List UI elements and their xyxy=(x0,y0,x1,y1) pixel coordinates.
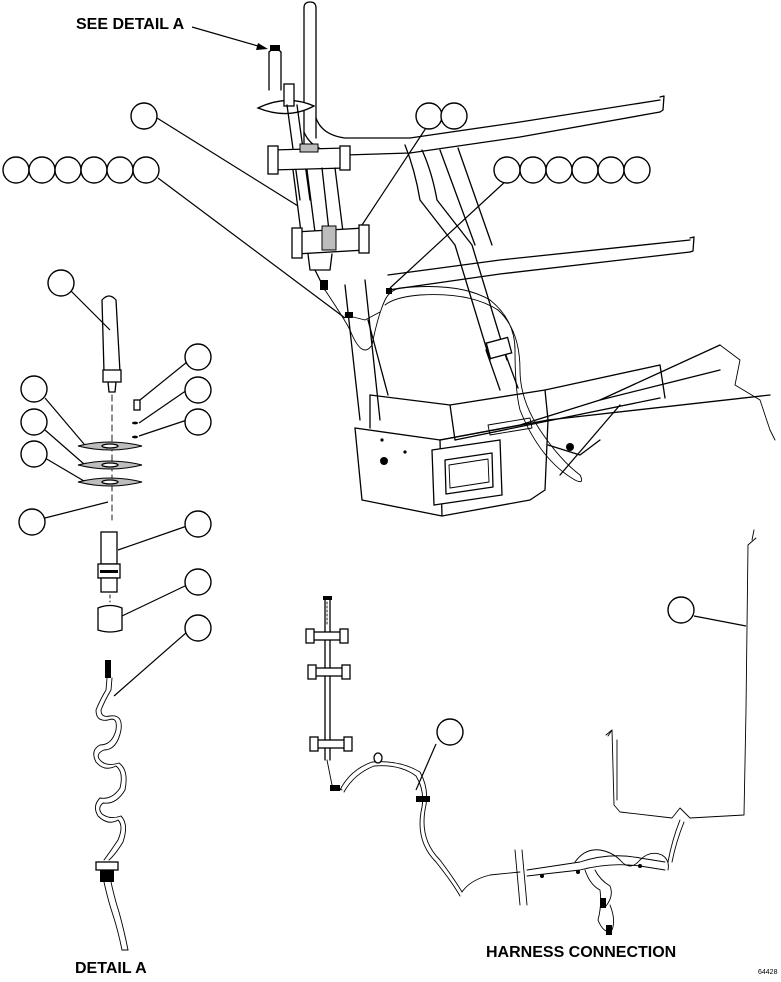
detail-a-callouts xyxy=(18,269,212,642)
see-detail-label: SEE DETAIL A xyxy=(76,16,185,33)
leader-main-1 xyxy=(156,117,299,207)
detail-a-label: DETAIL A xyxy=(75,960,147,977)
callout-bubble xyxy=(493,156,521,184)
callout-bubble xyxy=(20,408,48,436)
callout-bubble xyxy=(54,156,82,184)
callout-bubble xyxy=(184,408,212,436)
harness-assembly xyxy=(305,529,757,935)
callout-bubble xyxy=(184,343,212,371)
callout-bubble xyxy=(184,376,212,404)
callout-bubble xyxy=(545,156,573,184)
leader-harness-2 xyxy=(693,615,747,627)
callout-bubble xyxy=(106,156,134,184)
detail-a-assembly xyxy=(77,295,143,951)
callout-bubble xyxy=(47,269,75,297)
see-detail-arrow xyxy=(256,43,268,50)
leader-main-pair xyxy=(361,127,427,226)
callout-bubble xyxy=(184,510,212,538)
callout-bubble xyxy=(436,718,464,746)
detail-a-leaders xyxy=(44,289,188,697)
callout-bubble xyxy=(80,156,108,184)
callout-bubble xyxy=(667,596,695,624)
callout-bubble xyxy=(519,156,547,184)
see-detail-leader xyxy=(191,26,266,49)
main-assembly xyxy=(256,1,776,517)
callout-bubble xyxy=(597,156,625,184)
callout-bubble xyxy=(18,508,46,536)
callout-bubble xyxy=(184,568,212,596)
callout-bubble xyxy=(2,156,30,184)
callout-bubble xyxy=(623,156,651,184)
callout-bubble xyxy=(440,102,468,130)
callout-bubble xyxy=(571,156,599,184)
callout-bubble xyxy=(28,156,56,184)
leader-main-row-left xyxy=(157,177,346,319)
leader-main-row-right xyxy=(389,179,508,289)
callout-bubble xyxy=(132,156,160,184)
leader-harness-1 xyxy=(415,743,437,791)
main-callouts xyxy=(2,102,651,184)
callout-bubble xyxy=(184,614,212,642)
callout-bubble xyxy=(20,375,48,403)
callout-bubble xyxy=(415,102,443,130)
harness-connection-label: HARNESS CONNECTION xyxy=(486,944,676,961)
callout-bubble xyxy=(130,102,158,130)
callout-bubble xyxy=(20,440,48,468)
drawing-number: 64428 xyxy=(758,969,778,976)
